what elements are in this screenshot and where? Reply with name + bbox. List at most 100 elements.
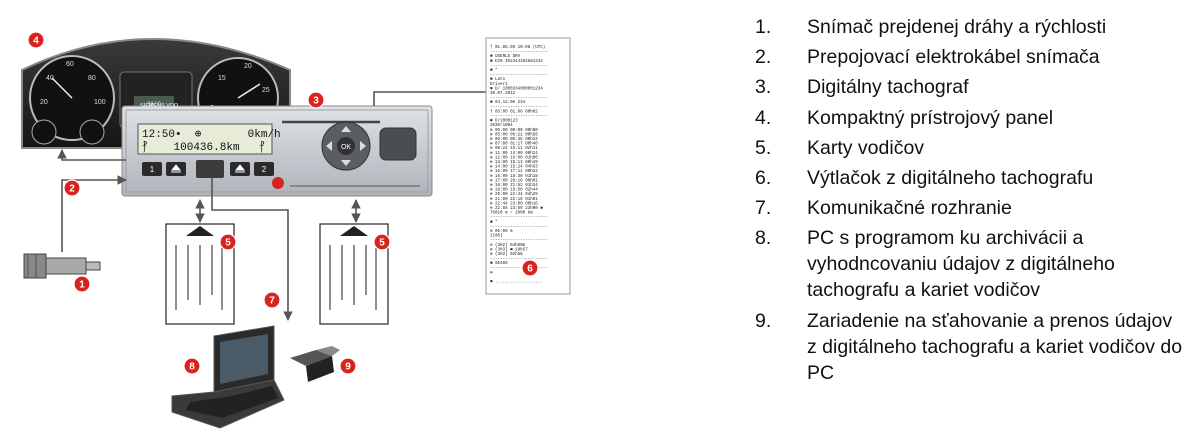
printout-line: ⊕ 05:00 ⊕	[490, 229, 513, 234]
connections	[57, 87, 501, 321]
legend-item-text: Karty vodičov	[807, 136, 925, 159]
printout-line: ⊕ 21:00 22:16 01h01	[490, 197, 538, 202]
svg-text:3: 3	[313, 96, 319, 107]
printout-line: 30.07.2012	[490, 92, 516, 96]
svg-text:100: 100	[94, 99, 106, 106]
slot2-button-label: 2	[262, 165, 267, 174]
printout-line: -----------------------	[490, 64, 548, 68]
printout-line: ■ 04.12.06 234	[490, 100, 526, 105]
printout-line: ⊕ 18:00 21:52 01h34	[490, 183, 538, 188]
legend-item-number: 4.	[755, 106, 772, 129]
svg-text:8: 8	[189, 362, 195, 373]
printout-line: Driver1	[490, 82, 508, 87]
legend-item-text: Kompaktný prístrojový panel	[807, 106, 1054, 129]
driver-card-2	[319, 223, 389, 325]
legend-item-number: 3.	[755, 76, 772, 99]
legend-item: 6.Výtlačok z digitálneho tachografu	[755, 165, 1185, 191]
printout-line: ■ USERLE DRV	[490, 54, 521, 59]
callout-6: 6	[521, 259, 539, 277]
svg-text:80: 80	[88, 75, 96, 82]
callout-7: 7	[263, 291, 281, 309]
callout-3: 3	[307, 91, 325, 109]
brand-label: SIEMENS VDO	[140, 103, 179, 109]
printout-line: † 03:00 01.06 00h02	[490, 109, 538, 114]
digital-tachograph: SIEMENS VDO 12:50• ⊕ 0km/h ⳨ 100436.8km …	[121, 103, 433, 197]
legend-item-text: Zariadenie na sťahovanie a prenos údajov…	[807, 309, 1183, 384]
navigation-keypad[interactable]: OK	[321, 121, 371, 171]
legend-item: 2.Prepojovací elektrokábel snímača	[755, 44, 1185, 70]
laptop-pc	[171, 325, 285, 429]
printout-line: ⊕ 05:00 00:00 00h00	[490, 128, 538, 133]
cluster-screen-text: 36°C	[147, 101, 162, 108]
svg-text:6: 6	[527, 264, 533, 275]
printout-line: ■ D/1000123	[490, 119, 518, 124]
legend-item-number: 5.	[755, 136, 772, 159]
printout-line: ■ *	[490, 220, 498, 225]
printout-line: ⊕ 12:00 16:00 01h00	[490, 155, 538, 160]
printout-line: -----------------------	[490, 216, 548, 220]
printout-line: -----------------------	[490, 267, 548, 271]
printout-line: 2030/1004	[490, 123, 513, 128]
printout-line: ⊕ 15:00 17:11 00h22	[490, 169, 538, 174]
printout-line: -----------------------	[490, 74, 548, 78]
tacho-display-line1: 12:50• ⊕ 0km/h	[142, 129, 281, 141]
printout-line: -----------------------	[490, 258, 548, 262]
printout-line: ⊕ 08:24 15:11 02h11	[490, 146, 538, 151]
svg-text:20: 20	[40, 99, 48, 106]
printout-line: ⊕ 22:56 23:59 23h00 ■	[490, 206, 543, 211]
svg-text:4: 4	[33, 36, 39, 47]
callout-5: 5	[373, 233, 391, 251]
printout-line: -----------------------	[490, 106, 548, 110]
interface-port	[272, 177, 284, 189]
slot1-button[interactable]	[142, 162, 162, 176]
printout-line: † 01.05.06 10:08 (UTC)	[490, 45, 545, 50]
svg-text:15: 15	[218, 75, 226, 82]
printer-drawer[interactable]	[379, 127, 417, 161]
callout-8: 8	[183, 357, 201, 375]
tacho-display-line2: ⳨ 100436.8km ⳨	[142, 141, 264, 154]
callout-5: 5	[219, 233, 237, 251]
svg-text:1: 1	[79, 280, 85, 291]
legend-item: 1.Snímač prejdenej dráhy a rýchlosti	[755, 14, 1185, 40]
legend-item: 8.PC s programom ku archivácii a vyhodnc…	[755, 225, 1185, 303]
legend-item: 4. Kompaktný prístrojový panel	[755, 105, 1185, 131]
printout-line: ⊕ (3H2) 04h00m	[490, 243, 526, 248]
callout-2: 2	[63, 179, 81, 197]
legend-item-text: Snímač prejdenej dráhy a rýchlosti	[807, 16, 1107, 38]
printout-line: ⊕ 19:00 19:58 02h44	[490, 188, 538, 193]
download-key	[290, 346, 340, 382]
tachograph-printout: † 01.05.06 10:08 (UTC)------------------…	[485, 37, 571, 295]
ok-label: OK	[341, 144, 351, 151]
printout-line: -----------------------	[490, 115, 548, 119]
printout-line: ⊕ 11:00 14:00 00h24	[490, 151, 538, 156]
legend-item: 9. Zariadenie na sťahovanie a prenos údaj…	[755, 308, 1185, 386]
legend-item-text: Prepojovací elektrokábel snímača	[807, 46, 1100, 69]
slot2-button[interactable]	[254, 162, 274, 176]
legend-list: 1.Snímač prejdenej dráhy a rýchlosti 2.Pr…	[755, 14, 1185, 390]
printout-line: -----------------------	[490, 97, 548, 101]
svg-text:9: 9	[345, 362, 351, 373]
svg-text:5: 5	[379, 238, 385, 249]
callout-9: 9	[339, 357, 357, 375]
legend-item: 7.Komunikačné rozhranie	[755, 195, 1185, 221]
legend-item: 3. Digitálny tachograf	[755, 74, 1185, 100]
printout-line: ⊕ 06:00 00:35 00h34	[490, 137, 538, 142]
svg-text:5: 5	[225, 238, 231, 249]
legend-item-number: 8.	[755, 227, 772, 250]
legend-item-number: 9.	[755, 309, 772, 332]
slot1-button-label: 1	[150, 165, 155, 174]
printout-line: ⊕ 14:00 15:24 04h53	[490, 165, 538, 170]
print-button[interactable]	[196, 160, 224, 178]
svg-text:20: 20	[244, 63, 252, 70]
printout-line: ⊕ 16:00 18:30 01h18	[490, 174, 538, 179]
printout-line: ■ D/ 1000334000001234	[490, 86, 543, 91]
svg-text:2: 2	[69, 184, 75, 195]
printout-line: ⊕ 20:00 22:44 04h29	[490, 192, 538, 197]
printout-line: ⊕ 05:00 06:21 00h58	[490, 132, 538, 137]
legend-item-text: Digitálny tachograf	[807, 76, 969, 99]
printout-line: ⊕	[490, 270, 493, 275]
printout-line: ■ ...................	[490, 280, 543, 285]
printout-line: ■ Lats	[490, 77, 506, 82]
printout-line: -----------------------	[490, 51, 548, 55]
